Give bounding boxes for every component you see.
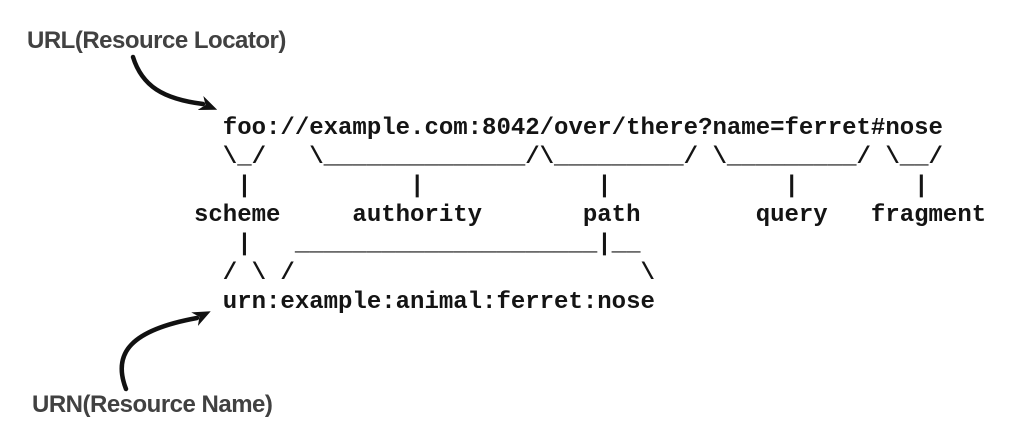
uri-ascii-art: foo://example.com:8042/over/there?name=f… — [194, 115, 987, 316]
url-callout-label: URL(Resource Locator) — [27, 27, 286, 54]
urn-callout-label: URN(Resource Name) — [32, 391, 273, 418]
url-pointer-arrow-icon — [130, 54, 218, 110]
urn-pointer-arrow-icon — [119, 311, 211, 392]
